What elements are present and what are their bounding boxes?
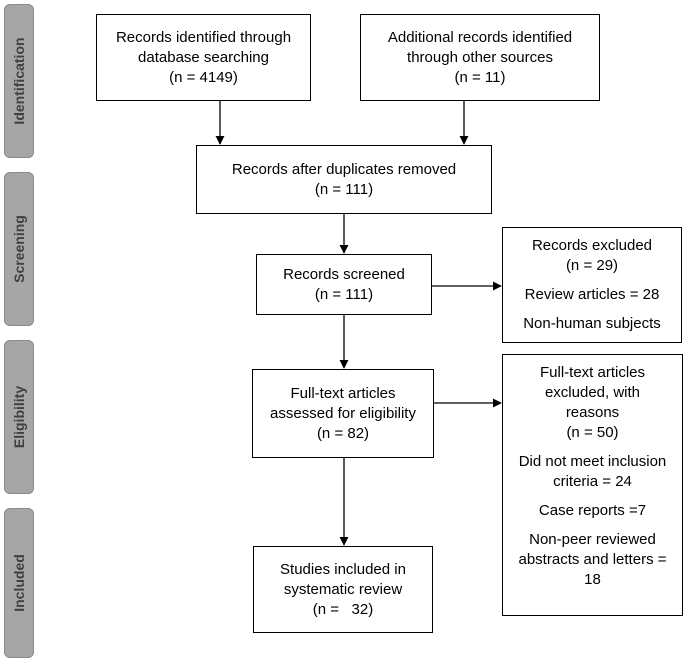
box-after-duplicates: Records after duplicates removed (n = 11… bbox=[196, 145, 492, 214]
phase-eligibility: Eligibility bbox=[4, 340, 34, 494]
assessed-line-2: assessed for eligibility bbox=[270, 404, 416, 422]
assessed-line-1: Full-text articles bbox=[290, 384, 396, 402]
box-records-screened: Records screened (n = 111) bbox=[256, 254, 432, 315]
phase-identification: Identification bbox=[4, 4, 34, 158]
other-line-3: (n = 11) bbox=[454, 68, 506, 86]
ft-excluded-line-2: excluded, with bbox=[544, 384, 641, 401]
phase-screening: Screening bbox=[4, 172, 34, 326]
other-line-1: Additional records identified bbox=[387, 28, 573, 46]
box-fulltext-excluded: Full-text articles excluded, with reason… bbox=[502, 354, 683, 616]
ft-excluded-line-3: reasons bbox=[565, 404, 620, 421]
included-line-3: (n = 32) bbox=[312, 600, 374, 618]
other-line-2: through other sources bbox=[407, 48, 553, 66]
included-line-2: systematic review bbox=[283, 580, 403, 598]
ft-nonpeer-line-1: Non-peer reviewed bbox=[529, 531, 656, 548]
ft-inclusion-line-2: criteria = 24 bbox=[553, 473, 632, 490]
ft-case-reports: Case reports =7 bbox=[538, 502, 647, 519]
box-database-records: Records identified through database sear… bbox=[96, 14, 311, 101]
ft-excluded-line-1: Full-text articles bbox=[539, 364, 646, 381]
ft-inclusion-line-1: Did not meet inclusion bbox=[518, 453, 667, 470]
ft-excluded-line-4: (n = 50) bbox=[566, 424, 619, 441]
dup-line-2: (n = 111) bbox=[314, 180, 374, 198]
db-line-3: (n = 4149) bbox=[169, 68, 238, 86]
excluded-line-2: (n = 29) bbox=[565, 257, 619, 274]
excluded-line-1: Records excluded bbox=[531, 237, 653, 254]
assessed-line-3: (n = 82) bbox=[316, 424, 370, 442]
box-fulltext-assessed: Full-text articles assessed for eligibil… bbox=[252, 369, 434, 458]
db-line-1: Records identified through bbox=[115, 28, 292, 46]
ft-nonpeer-line-3: 18 bbox=[584, 571, 601, 588]
excluded-review: Review articles = 28 bbox=[524, 286, 660, 303]
screened-line-2: (n = 111) bbox=[314, 285, 374, 303]
box-studies-included: Studies included in systematic review (n… bbox=[253, 546, 433, 633]
dup-line-1: Records after duplicates removed bbox=[231, 160, 457, 178]
excluded-nonhuman: Non-human subjects bbox=[523, 315, 661, 332]
ft-nonpeer-line-2: abstracts and letters = bbox=[518, 551, 667, 568]
box-other-sources: Additional records identified through ot… bbox=[360, 14, 600, 101]
screened-line-1: Records screened bbox=[283, 265, 405, 283]
db-line-2: database searching bbox=[138, 48, 269, 66]
box-records-excluded: Records excluded (n = 29) Review article… bbox=[502, 227, 682, 343]
phase-included: Included bbox=[4, 508, 34, 658]
included-line-1: Studies included in bbox=[280, 560, 406, 578]
